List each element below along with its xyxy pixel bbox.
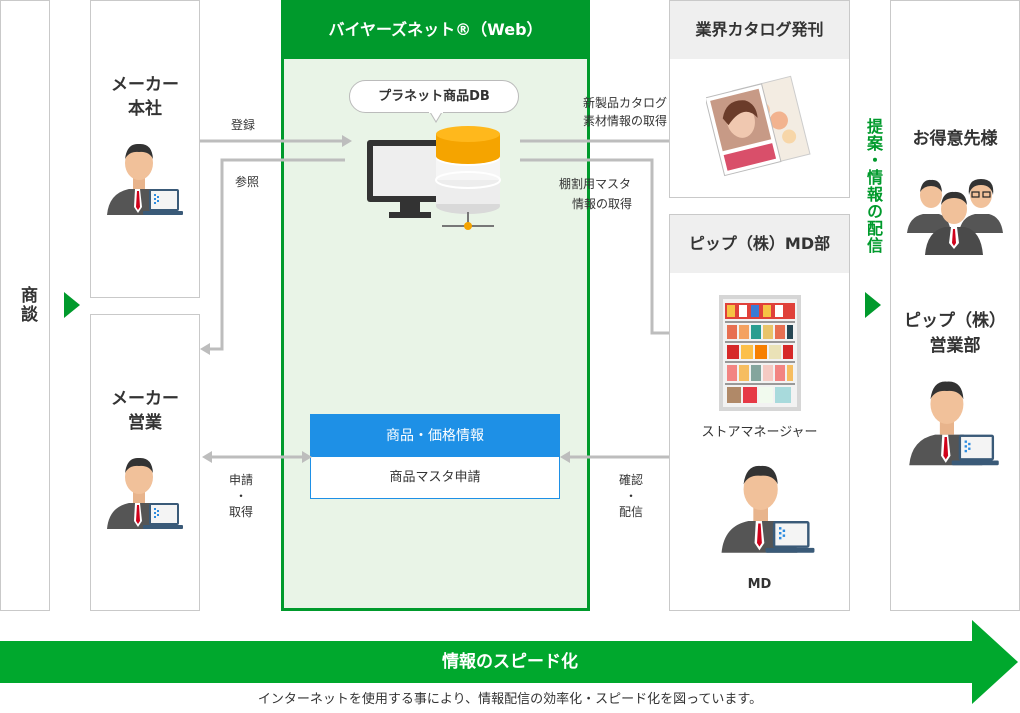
- product-info-box: 商品・価格情報 商品マスタ申請: [310, 414, 560, 499]
- confirm-label-2: 配信: [618, 505, 643, 519]
- customers-title: お得意先様: [912, 129, 998, 149]
- maker-sales-label-2: 営業: [128, 413, 162, 433]
- catalog-panel: 業界カタログ発刊: [669, 0, 850, 198]
- buyers-net-title: バイヤーズネット®（Web）: [284, 3, 587, 59]
- maker-sales-panel: メーカー 営業: [90, 314, 200, 611]
- maker-sales-label-1: メーカー: [111, 389, 179, 409]
- db-label-bubble: プラネット商品DB: [349, 80, 519, 113]
- db-label: プラネット商品DB: [378, 89, 490, 104]
- shelf-label-1: 棚割用マスタ: [558, 177, 631, 191]
- speed-banner-label: 情報のスピード化: [442, 652, 578, 672]
- shelf-label-2: 情報の取得: [571, 197, 632, 211]
- apply-label-2: 取得: [228, 505, 253, 519]
- reference-label: 参照: [234, 175, 259, 189]
- store-shelf-icon: [719, 295, 801, 411]
- footer-text: インターネットを使用する事により、情報配信の効率化・スピード化を図っています。: [257, 692, 763, 707]
- apply-label-1: 申請: [228, 473, 253, 487]
- product-info-header: 商品・価格情報: [311, 415, 559, 457]
- maker-hq-label-1: メーカー: [111, 75, 179, 95]
- apply-label-dot: ・: [234, 489, 247, 503]
- confirm-label-1: 確認: [618, 473, 643, 487]
- proposal-label: 提案・情報の配信: [864, 118, 883, 254]
- businessman-laptop-icon: [909, 381, 999, 466]
- businessman-laptop-icon: [107, 457, 183, 529]
- md-businessman-icon: [721, 465, 815, 553]
- customer-group-icon: [907, 179, 1003, 255]
- maker-hq-panel: メーカー 本社: [90, 0, 200, 298]
- pip-md-panel: ピップ（株）MD部 ストアマネージャー MD: [669, 214, 850, 611]
- confirm-label-dot: ・: [624, 489, 637, 503]
- negotiation-column: 商談: [0, 0, 50, 611]
- customers-pip-label-2: 営業部: [929, 336, 981, 356]
- product-info-body: 商品マスタ申請: [389, 470, 481, 485]
- catalog-books-icon: [706, 75, 811, 177]
- businessman-laptop-icon: [107, 143, 183, 215]
- customers-panel: お得意先様 ピップ（株） 営業部: [890, 0, 1020, 611]
- maker-hq-label-2: 本社: [128, 99, 162, 119]
- store-manager-label: ストアマネージャー: [701, 425, 818, 440]
- md-label: MD: [747, 577, 772, 592]
- register-label: 登録: [230, 118, 255, 132]
- catalog-label-1: 新製品カタログ: [582, 96, 667, 110]
- catalog-title: 業界カタログ発刊: [670, 1, 849, 59]
- pip-md-title: ピップ（株）MD部: [670, 215, 849, 273]
- catalog-label-2: 素材情報の取得: [582, 114, 667, 128]
- negotiation-label: 商談: [17, 286, 37, 324]
- customers-pip-label-1: ピップ（株）: [904, 311, 1006, 331]
